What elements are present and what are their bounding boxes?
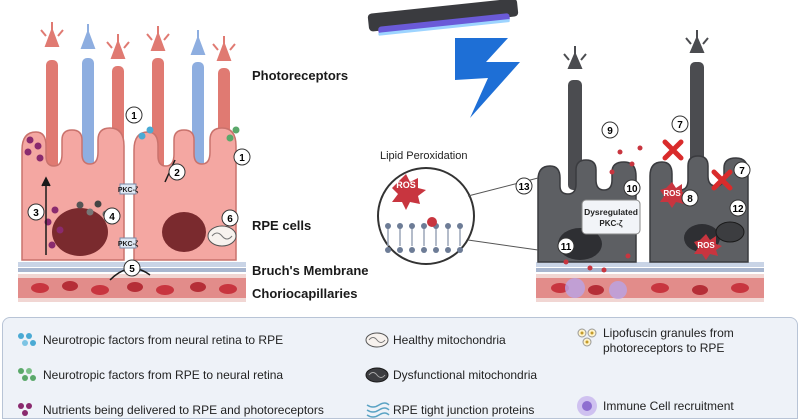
step-marker-7b: 7 [733, 161, 751, 179]
svg-text:12: 12 [732, 204, 744, 215]
ros-burst-cell [660, 182, 722, 260]
arrows-left [41, 159, 176, 281]
step-marker-2: 2 [168, 163, 186, 181]
legend-text: photoreceptors to RPE [603, 341, 725, 355]
step-marker-3: 3 [27, 203, 45, 221]
rpe-cell-left-2 [133, 127, 237, 261]
diagram-svg: 1 1 2 3 4 5 6 7 7 8 9 10 11 12 13 ROS RO… [18, 0, 764, 302]
choriocapillaries-left [18, 274, 246, 302]
ros-cell-label-2: ROS [697, 241, 715, 250]
legend-text: Dysfunctional mitochondria [393, 368, 538, 382]
legend-text: Neurotropic factors from neural retina t… [43, 333, 284, 347]
lipid-peroxidation-inset [377, 167, 539, 265]
pkc-label-a: PKC-ζ [118, 187, 139, 194]
step-marker-7a: 7 [671, 115, 689, 133]
pkc-label-b: PKC-ζ [118, 241, 139, 248]
green-dots-icon [18, 368, 36, 381]
legend-panel: Neurotropic factors from neural retina t… [2, 317, 798, 419]
dysregulated-box [581, 199, 641, 235]
photoreceptors-label: Photoreceptors [252, 68, 349, 83]
step-markers: 1 1 2 3 4 5 6 7 7 8 9 10 11 12 13 [27, 106, 751, 277]
step-marker-1b: 1 [233, 148, 251, 166]
lightning-bolt [455, 38, 520, 118]
step-marker-4: 4 [103, 207, 121, 225]
lipofuscin-icon [577, 328, 597, 347]
svg-text:1: 1 [239, 153, 245, 164]
bruchs-membrane-label: Bruch's Membrane [252, 263, 369, 278]
legend-text: Immune Cell recruitment [603, 399, 734, 413]
damage-dots [563, 145, 643, 273]
rpe-cells-label: RPE cells [252, 218, 312, 233]
step-marker-8: 8 [681, 189, 699, 207]
dysregulated-label: Dysregulated [584, 207, 638, 217]
ros-cell-label: ROS [663, 189, 681, 198]
step-marker-1a: 1 [125, 106, 143, 124]
svg-text:7: 7 [677, 120, 683, 131]
legend-text: Healthy mitochondria [393, 333, 506, 347]
lipid-peroxidation-label: Lipid Peroxidation [380, 150, 468, 162]
svg-text:5: 5 [129, 264, 135, 275]
purple-dots-icon [18, 403, 32, 416]
legend-text: RPE tight junction proteins [393, 403, 535, 417]
step-marker-13: 13 [515, 177, 533, 195]
svg-text:4: 4 [109, 212, 115, 223]
ros-inset-label: ROS [396, 180, 416, 190]
bruchs-membrane-right [536, 262, 764, 272]
svg-text:2: 2 [174, 168, 180, 179]
blue-dots-icon [18, 333, 36, 346]
step-marker-6: 6 [221, 209, 239, 227]
svg-text:10: 10 [626, 184, 638, 195]
immune-cell-icon [577, 396, 597, 416]
legend-text: Neurotropic factors from RPE to neural r… [43, 368, 284, 382]
legend-text: Nutrients being delivered to RPE and pho… [43, 403, 324, 417]
svg-text:13: 13 [518, 182, 530, 193]
healthy-mitochondria-icon [365, 332, 389, 348]
svg-text:8: 8 [687, 194, 693, 205]
svg-text:9: 9 [607, 126, 613, 137]
dysfunctional-mitochondria-icon [365, 367, 389, 383]
legend-text: Lipofuscin granules from [603, 326, 734, 340]
tight-junction-left [119, 183, 137, 249]
step-marker-12: 12 [729, 199, 747, 217]
svg-text:11: 11 [561, 242, 572, 253]
step-marker-10: 10 [623, 179, 641, 197]
svg-text:7: 7 [739, 166, 745, 177]
step-marker-11: 11 [557, 237, 575, 255]
uv-lamp [367, 0, 519, 36]
block-cross-icons [662, 139, 733, 191]
step-marker-text: 1 [131, 111, 137, 122]
diagram-scene: 1 1 2 3 4 5 6 7 7 8 9 10 11 12 13 ROS RO… [18, 0, 764, 302]
choriocapillaries-label: Choriocapillaries [252, 286, 358, 301]
pkc-inset-label: PKC-ζ [599, 219, 623, 228]
choriocapillaries-right [536, 274, 764, 302]
svg-text:6: 6 [227, 214, 233, 225]
step-marker-5: 5 [123, 259, 141, 277]
rpe-cell-left-1 [21, 127, 125, 261]
tight-junction-icon [366, 402, 390, 418]
svg-text:3: 3 [33, 208, 39, 219]
step-marker-9: 9 [601, 121, 619, 139]
